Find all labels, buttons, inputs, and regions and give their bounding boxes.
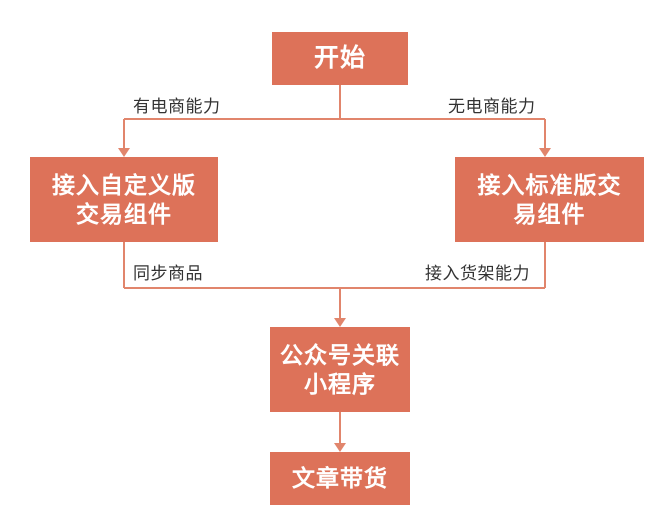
- node-standard-line-1: 接入标准版交: [477, 172, 622, 199]
- node-standard-line-2: 易组件: [513, 200, 586, 227]
- edge-label-sync-goods: 同步商品: [133, 264, 203, 283]
- arrowhead-standard: [539, 148, 551, 157]
- node-custom-trade-component[interactable]: 接入自定义版 交易组件: [30, 157, 218, 242]
- node-custom-line-1: 接入自定义版: [52, 172, 196, 199]
- node-standard-trade-component[interactable]: 接入标准版交 易组件: [455, 157, 644, 242]
- arrowhead-custom: [118, 148, 130, 157]
- node-article-line-1: 文章带货: [292, 465, 388, 492]
- edge-label-no-ecommerce-ability: 无电商能力: [448, 97, 536, 116]
- node-article-commerce[interactable]: 文章带货: [270, 452, 410, 505]
- arrowhead-mp: [334, 318, 346, 327]
- node-custom-line-2: 交易组件: [76, 200, 172, 227]
- node-mp-line-1: 公众号关联: [280, 342, 400, 369]
- edge-label-connect-shelf-ability: 接入货架能力: [425, 264, 530, 283]
- node-official-account-link-miniprogram[interactable]: 公众号关联 小程序: [270, 327, 410, 412]
- node-start-line-1: 开始: [313, 44, 366, 73]
- node-mp-line-2: 小程序: [304, 370, 376, 397]
- arrowhead-article: [334, 443, 346, 452]
- node-start[interactable]: 开始: [272, 32, 408, 85]
- edge-label-has-ecommerce-ability: 有电商能力: [133, 97, 221, 116]
